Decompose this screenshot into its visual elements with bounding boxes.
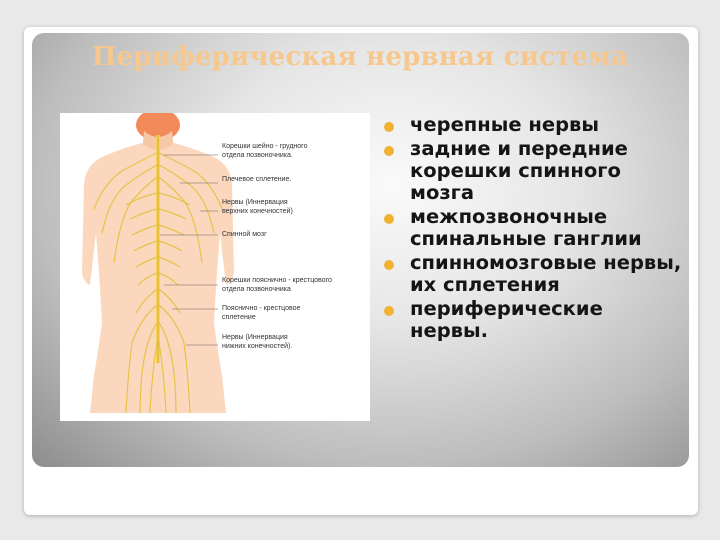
back-anatomy-illustration: [82, 113, 234, 414]
bullet-dot-icon: [384, 214, 394, 224]
label-lumbosacral-plexus: Пояснично - крестцовое сплетение: [222, 305, 301, 321]
label-brachial-plexus: Плечевое сплетение.: [222, 176, 292, 183]
nerve-branches: [93, 152, 223, 414]
label-lumbosacral-roots: Корешки пояснично - крестцового отдела п…: [222, 277, 332, 293]
bullet-item: задние и передние корешки спинного мозга: [384, 138, 684, 204]
label-upper-limb-nerves: Нервы (Иннервация верхних конечностей): [222, 199, 293, 215]
bullet-dot-icon: [384, 306, 394, 316]
bullet-dot-icon: [384, 260, 394, 270]
bullet-dot-icon: [384, 146, 394, 156]
label-cervicothoracic-roots: Корешки шейно - грудного отдела позвоноч…: [222, 143, 308, 159]
bullet-item: межпозвоночные спинальные ганглии: [384, 206, 684, 250]
bullet-item: черепные нервы: [384, 114, 684, 136]
slide-title: Периферическая нервная система: [91, 42, 629, 72]
bullet-list: черепные нервы задние и передние корешки…: [384, 114, 684, 344]
nervous-system-figure: Корешки шейно - грудного отдела позвоноч…: [60, 113, 370, 421]
bullet-dot-icon: [384, 122, 394, 132]
label-lower-limb-nerves: Нервы (Иннервация нижних конечностей).: [222, 334, 293, 350]
bullet-item: спинномозговые нервы, их сплетения: [384, 252, 684, 296]
label-spinal-cord: Спинной мозг: [222, 231, 267, 238]
bullet-item: периферические нервы.: [384, 298, 684, 342]
label-leader-lines: [160, 154, 218, 346]
